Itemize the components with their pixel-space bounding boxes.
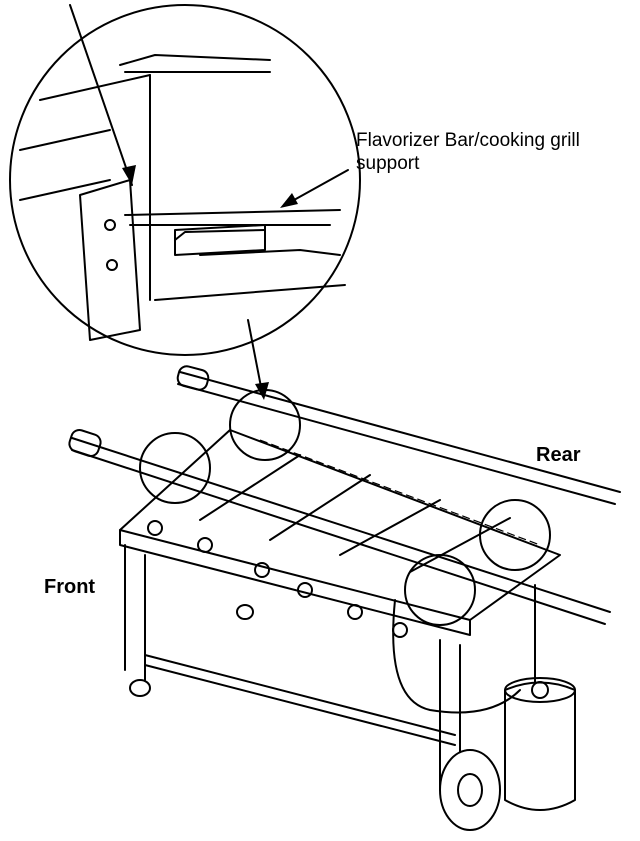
detail-magnifier xyxy=(9,4,361,356)
front-label: Front xyxy=(44,576,96,598)
magnifier-circle-icon xyxy=(479,499,551,571)
magnifier-circle-icon xyxy=(229,389,301,461)
callout-label: Flavorizer Bar/cooking grill support xyxy=(356,130,580,174)
burner-valves xyxy=(147,520,408,638)
rear-label: Rear xyxy=(536,444,581,466)
grill-cart-drawing xyxy=(68,365,621,831)
magnifier-circle-icon xyxy=(404,554,476,626)
magnifier-circle-icon xyxy=(139,432,211,504)
